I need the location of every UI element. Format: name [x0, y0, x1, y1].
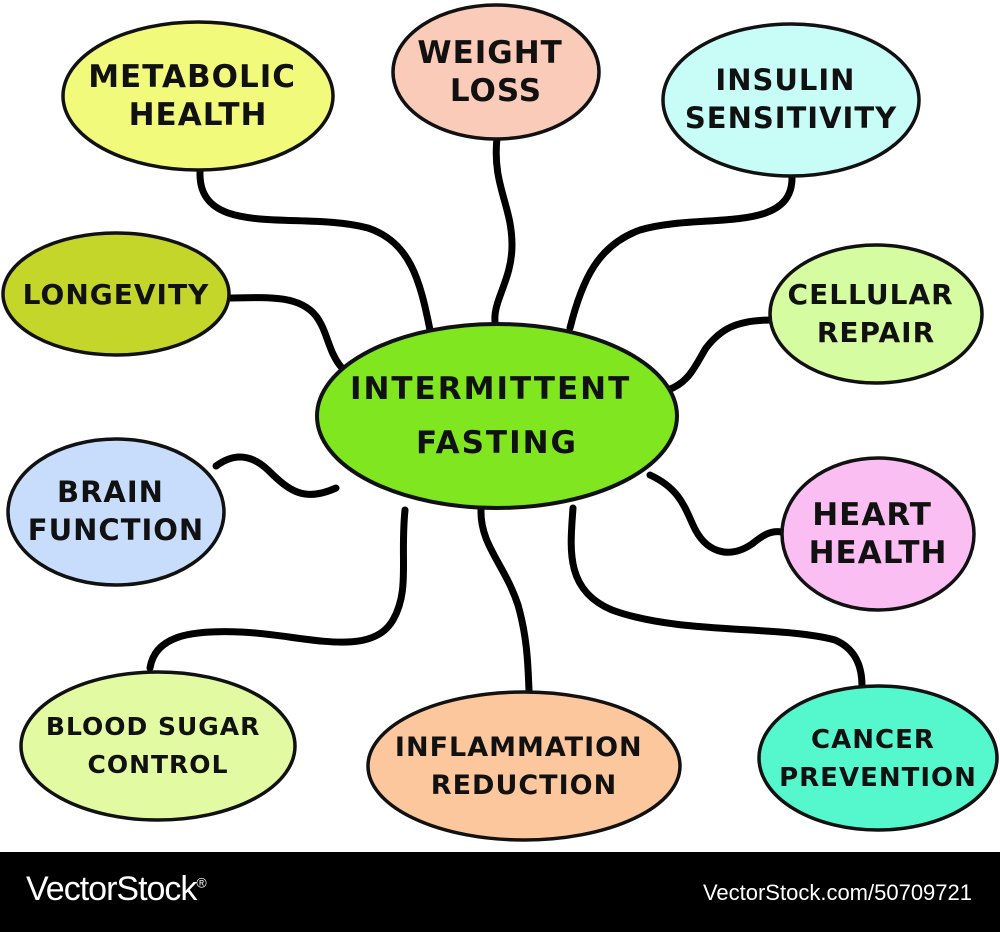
label-heart-health-line-2: HEALTH: [809, 535, 948, 571]
connector-metabolic-health: [196, 168, 434, 334]
label-inflammation-reduction-line-1: INFLAMMATION: [395, 732, 643, 763]
label-brain-function-line-2: FUNCTION: [28, 513, 204, 547]
bubble-longevity: [1, 231, 231, 357]
label-blood-sugar-control: BLOOD SUGAR CONTROL: [46, 712, 270, 779]
label-weight-loss: WEIGHT LOSS: [417, 35, 574, 109]
label-cellular-repair: CELLULAR REPAIR: [788, 278, 965, 349]
vectorstock-logo-text: VectorStock: [26, 870, 197, 908]
label-weight-loss-line-2: LOSS: [450, 73, 542, 109]
bubble-cellular-repair: [768, 243, 984, 385]
label-inflammation-reduction-line-2: REDUCTION: [431, 770, 617, 801]
label-weight-loss-line-1: WEIGHT: [417, 35, 562, 71]
label-cancer-prevention-line-2: PREVENTION: [779, 763, 977, 793]
label-blood-sugar-control-line-1: BLOOD SUGAR: [46, 712, 260, 741]
center-label-line-1: INTERMITTENT: [350, 371, 631, 407]
center-bubble: [315, 322, 679, 510]
bubble-insulin-sensitivity: [661, 22, 921, 178]
label-cellular-repair-line-2: REPAIR: [817, 316, 935, 349]
connector-cellular-repair: [664, 316, 776, 394]
bubbles: [1, 3, 999, 842]
label-cancer-prevention: CANCER PREVENTION: [779, 725, 977, 793]
connector-heart-health: [646, 471, 786, 556]
connector-brain-function: [212, 453, 340, 498]
label-longevity: LONGEVITY: [23, 278, 210, 311]
center-label-line-2: FASTING: [416, 425, 578, 461]
label-blood-sugar-control-line-2: CONTROL: [87, 750, 228, 779]
label-insulin-sensitivity-line-1: INSULIN: [715, 63, 855, 97]
vectorstock-image-url: VectorStock.com/50709721: [702, 880, 972, 905]
connector-weight-loss: [491, 134, 516, 326]
label-insulin-sensitivity: INSULIN SENSITIVITY: [685, 63, 897, 135]
labels: INTERMITTENT FASTING METABOLIC HEALTH WE…: [23, 35, 977, 801]
bubble-metabolic-health: [61, 20, 335, 172]
connector-longevity: [226, 294, 346, 372]
label-metabolic-health: METABOLIC HEALTH: [88, 59, 308, 133]
connector-cancer-prevention: [567, 504, 866, 690]
label-metabolic-health-line-2: HEALTH: [129, 97, 268, 133]
bubble-brain-function: [6, 437, 226, 587]
label-cellular-repair-line-1: CELLULAR: [788, 278, 954, 311]
label-inflammation-reduction: INFLAMMATION REDUCTION: [395, 732, 653, 801]
label-brain-function-line-1: BRAIN: [57, 475, 164, 509]
connector-blood-sugar-control: [146, 506, 409, 672]
center-label: INTERMITTENT FASTING: [350, 371, 644, 461]
mind-map-diagram: INTERMITTENT FASTING METABOLIC HEALTH WE…: [1, 3, 999, 842]
label-brain-function: BRAIN FUNCTION: [28, 475, 204, 547]
bubble-inflammation-reduction: [366, 690, 682, 842]
bubble-heart-health: [780, 456, 976, 612]
label-heart-health: HEART HEALTH: [809, 497, 948, 571]
connectors: [146, 134, 866, 694]
connector-insulin-sensitivity: [566, 174, 796, 332]
bubble-cancer-prevention: [757, 684, 999, 832]
watermark-footer: VectorStock® VectorStock.com/50709721: [0, 852, 1000, 932]
bubble-weight-loss: [391, 3, 601, 141]
connector-inflammation-reduction: [477, 506, 533, 694]
registered-mark: ®: [196, 874, 206, 891]
label-longevity-line-1: LONGEVITY: [23, 278, 210, 311]
bubble-blood-sugar-control: [19, 670, 297, 822]
vectorstock-logo: VectorStock®: [26, 870, 207, 909]
label-cancer-prevention-line-1: CANCER: [811, 725, 935, 755]
label-insulin-sensitivity-line-2: SENSITIVITY: [685, 101, 897, 135]
label-heart-health-line-1: HEART: [812, 497, 932, 533]
label-metabolic-health-line-1: METABOLIC: [88, 59, 296, 95]
